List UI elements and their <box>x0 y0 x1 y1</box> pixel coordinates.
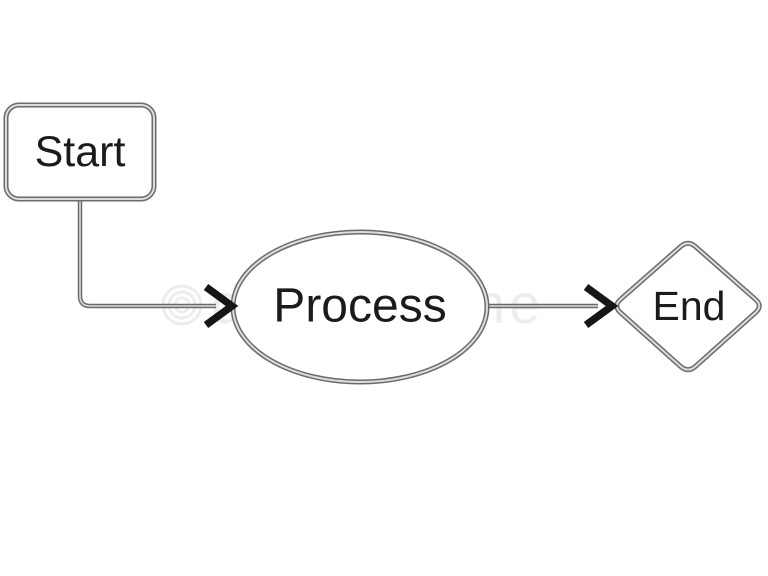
end-node: End <box>614 240 762 373</box>
process-node-label: Process <box>273 280 446 333</box>
start-node-label: Start <box>35 128 126 176</box>
arrowhead-into-process-icon <box>203 283 239 329</box>
end-node-inner-border <box>615 242 761 371</box>
arrowhead-into-end-icon <box>583 283 619 329</box>
start-node-inner-border <box>5 104 155 200</box>
start-node: Start <box>3 102 157 202</box>
process-node: Process <box>230 229 490 385</box>
edge-start-to-process <box>77 197 216 309</box>
end-node-label: End <box>653 283 726 329</box>
edge-start-process-inner <box>79 197 216 307</box>
edge-start-process-outer <box>77 197 216 309</box>
